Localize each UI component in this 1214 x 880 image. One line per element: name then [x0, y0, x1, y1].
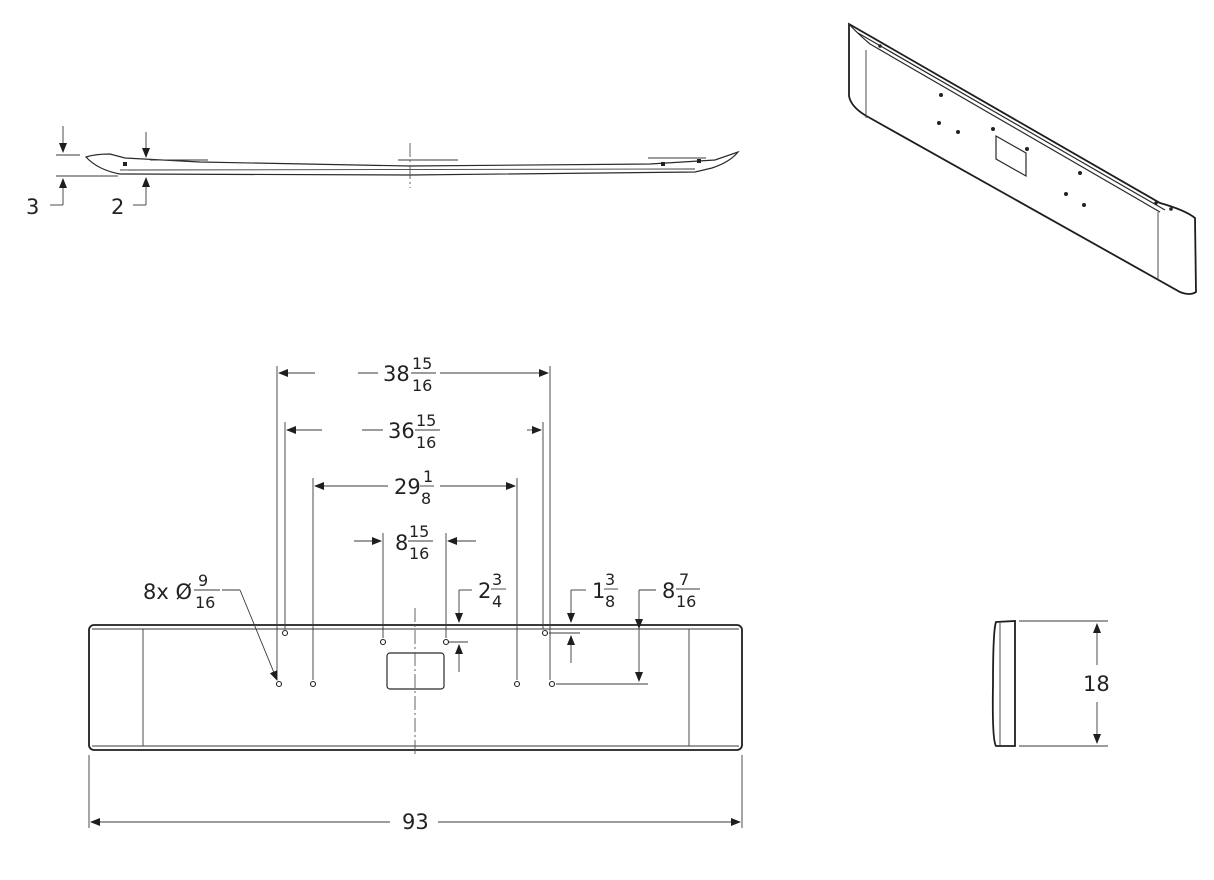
front-view: 38 15 16 36 15 16 29 1 8 8 15 16 2 3 4 [88, 354, 743, 834]
dim-2-num: 3 [492, 570, 502, 589]
top-hole-marker [697, 159, 701, 163]
dim-36-den: 16 [416, 433, 436, 452]
hole-callout-den: 16 [195, 593, 215, 612]
dim-1-num: 3 [605, 570, 615, 589]
dim-36-num: 15 [416, 411, 436, 430]
dim-side-18: 18 [1083, 672, 1110, 696]
dim-2-whole: 2 [478, 579, 491, 603]
top-hole-marker [661, 162, 665, 166]
dim-top-2: 2 [111, 195, 124, 219]
dim-36-whole: 36 [388, 419, 415, 443]
dim-8b-den: 16 [676, 592, 696, 611]
dim-8b-whole: 8 [662, 579, 675, 603]
hole-callout-num: 9 [198, 571, 208, 590]
dim-38-num: 15 [412, 354, 432, 373]
side-view: 18 [991, 620, 1110, 747]
hole-callout-prefix: 8x Ø [143, 580, 192, 604]
dim-1-den: 8 [605, 592, 615, 611]
center-cutout [386, 652, 445, 690]
dim-8b-num: 7 [679, 570, 689, 589]
dim-8a-num: 15 [409, 522, 429, 541]
front-holes [275, 629, 556, 688]
isometric-view [848, 22, 1197, 295]
dim-29-num: 1 [423, 467, 433, 486]
dim-38-whole: 38 [383, 362, 410, 386]
top-hole-marker [123, 162, 127, 166]
dim-top-3: 3 [26, 195, 39, 219]
iso-holes [878, 44, 1173, 211]
dim-8a-whole: 8 [395, 531, 408, 555]
dim-overall-93: 93 [402, 810, 429, 834]
dim-1-whole: 1 [592, 579, 605, 603]
dim-2-den: 4 [492, 592, 502, 611]
dim-29-den: 8 [421, 489, 431, 508]
dim-38-den: 16 [412, 376, 432, 395]
dim-8a-den: 16 [409, 544, 429, 563]
dim-29-whole: 29 [394, 475, 421, 499]
top-view: 3 2 [26, 126, 740, 219]
